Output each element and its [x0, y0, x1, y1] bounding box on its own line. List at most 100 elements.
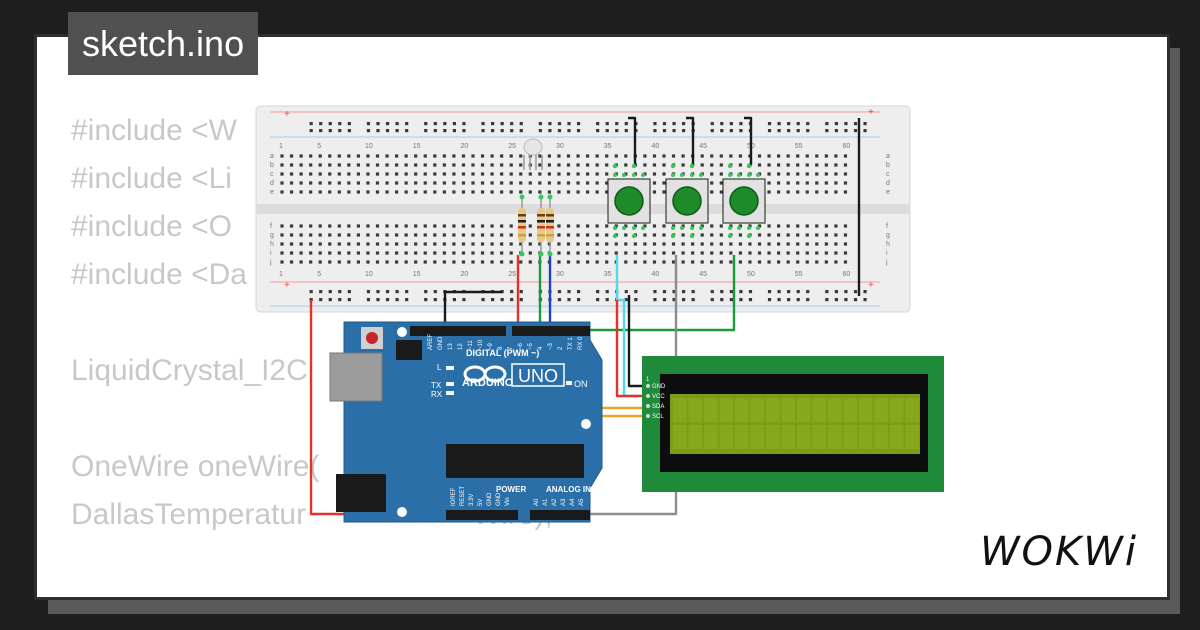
wire-black-gnd — [443, 290, 502, 330]
digital-pin-label: 7 — [508, 346, 514, 350]
digital-pin-label: RX 0 — [578, 336, 584, 350]
analog-pin-label: A2 — [552, 498, 558, 506]
row-label: c — [886, 171, 890, 178]
lcd-pin-label: VCC — [652, 394, 665, 400]
push-button-3[interactable] — [722, 163, 766, 239]
column-number: 15 — [413, 143, 421, 150]
resistor[interactable] — [518, 194, 526, 257]
resistor[interactable] — [546, 194, 554, 257]
power-pin-label: 5V — [478, 499, 484, 506]
analog-pin-label: A3 — [561, 498, 567, 506]
row-label: b — [886, 162, 890, 169]
digital-pin-label: ~6 — [518, 342, 524, 350]
row-label: j — [269, 259, 272, 266]
l-label: L — [437, 363, 442, 372]
wire-red-lcd-vcc — [615, 300, 648, 398]
column-number: 25 — [508, 143, 516, 150]
analog-label: ANALOG IN — [546, 485, 591, 494]
lcd-character-cells — [673, 398, 919, 449]
digital-header-right — [512, 326, 590, 336]
digital-pin-label: 13 — [448, 343, 454, 350]
code-line: #include <W — [71, 114, 237, 147]
column-number: 1 — [279, 143, 283, 150]
row-label: g — [270, 232, 274, 239]
analog-pin-label: A4 — [570, 498, 576, 506]
rail-plus-label-right: + — [868, 107, 874, 118]
file-tab-label: sketch.ino — [82, 23, 245, 64]
column-number: 55 — [795, 143, 803, 150]
column-number: 5 — [317, 271, 321, 278]
column-number: 20 — [460, 271, 468, 278]
column-number: 35 — [604, 143, 612, 150]
analog-pin-label: A1 — [543, 498, 549, 506]
digital-pin-label: ~10 — [478, 339, 484, 350]
file-tab[interactable]: sketch.ino — [68, 12, 259, 75]
breadboard-column-numbers: 1155101015152020252530303535404045455050… — [279, 143, 850, 278]
rx-label: RX — [431, 390, 443, 399]
lcd-pin-label: SCL — [652, 414, 664, 420]
digital-header-left — [410, 326, 506, 336]
digital-pin-label: AREF — [428, 334, 434, 350]
digital-pin-label: 4 — [538, 346, 544, 350]
code-line: OneWire oneWire( — [71, 450, 320, 483]
column-number: 40 — [651, 143, 659, 150]
column-number: 35 — [604, 271, 612, 278]
code-preview: #include <W#include <Li#include <O#inclu… — [71, 107, 553, 597]
wokwi-logo-text: WOKWi — [980, 529, 1138, 575]
analog-header — [530, 510, 590, 520]
row-label: b — [270, 162, 274, 169]
resistor[interactable] — [537, 194, 545, 257]
code-line: #include <Li — [71, 162, 232, 195]
push-button-2[interactable] — [665, 163, 709, 239]
column-number: 50 — [747, 271, 755, 278]
icsp-header — [396, 340, 422, 360]
on-label: ON — [574, 379, 588, 389]
power-pin-label: IOREF — [451, 487, 457, 506]
power-header — [446, 510, 518, 520]
column-number: 40 — [651, 271, 659, 278]
wire-black-button2 — [686, 116, 695, 165]
column-number: 60 — [842, 143, 850, 150]
row-label: h — [886, 241, 890, 248]
lcd-pin1-marker: 1 — [646, 377, 650, 383]
atmega-chip — [446, 444, 584, 478]
column-number: 25 — [508, 271, 516, 278]
column-number: 10 — [365, 271, 373, 278]
power-label: POWER — [496, 485, 526, 494]
uno-label: UNO — [518, 366, 558, 386]
push-buttons — [607, 163, 766, 239]
digital-pin-label: 2 — [558, 346, 564, 350]
rail-plus-label-bottom-right: + — [868, 280, 874, 291]
digital-pin-label: ~11 — [468, 340, 474, 350]
breadboard: 1155101015152020252530303535404045455050… — [255, 105, 911, 313]
row-label: e — [886, 189, 890, 196]
row-label: a — [886, 153, 890, 160]
row-label: g — [886, 232, 890, 239]
digital-pin-label: GND — [438, 336, 444, 350]
code-line: #include <O — [71, 210, 232, 243]
code-line: LiquidCrystal_I2C — [71, 354, 308, 387]
row-label: a — [270, 153, 274, 160]
column-number: 15 — [413, 271, 421, 278]
column-number: 45 — [699, 271, 707, 278]
row-label: e — [270, 189, 274, 196]
reset-button-cap[interactable] — [366, 332, 378, 344]
column-number: 10 — [365, 143, 373, 150]
column-number: 55 — [795, 271, 803, 278]
wire-black-button1 — [628, 116, 637, 165]
analog-pin-label: A0 — [534, 498, 540, 506]
analog-pin-label: A5 — [579, 498, 585, 506]
push-button-1[interactable] — [607, 163, 651, 239]
arduino-uno[interactable]: DIGITAL (PWM ~) ARDUINO UNO ON TX RX L P… — [329, 321, 603, 523]
column-number: 1 — [279, 271, 283, 278]
digital-pin-label: 12 — [458, 343, 464, 350]
rgb-led[interactable] — [523, 138, 543, 170]
row-label: f — [270, 223, 272, 230]
wire-black-lcd-gnd — [627, 295, 648, 388]
row-label: c — [270, 171, 274, 178]
digital-pin-label: TX 1 — [568, 337, 574, 350]
wokwi-logo: WOKWi — [980, 529, 1138, 575]
